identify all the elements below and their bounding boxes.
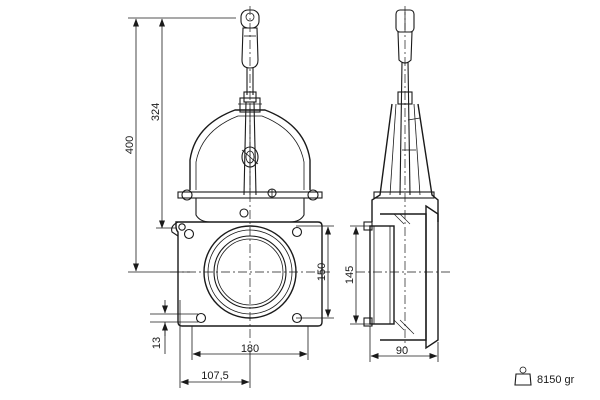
side-spigot — [363, 221, 395, 327]
dim-bore-label: 150 — [316, 263, 328, 281]
weight-indicator: 8150 gr — [514, 366, 575, 386]
flange-bolt-holes — [183, 226, 303, 324]
side-seal-hatch — [393, 213, 415, 335]
side-view: 145 90 — [344, 6, 450, 362]
dim-half-width-label: 107,5 — [201, 370, 229, 382]
dim-stem-height-label: 324 — [150, 103, 162, 121]
weight-value: 8150 gr — [537, 374, 575, 386]
dim-side-length-label: 90 — [396, 345, 408, 357]
side-flange — [425, 204, 439, 350]
weight-icon — [514, 366, 532, 386]
handle-grip — [241, 27, 259, 69]
side-lug — [171, 221, 190, 237]
dim-flange-width-label: 180 — [241, 343, 259, 355]
dim-bolt-offset-label: 13 — [151, 337, 163, 349]
dim-side-height-label: 145 — [344, 266, 356, 284]
dim-overall-height-label: 400 — [124, 136, 136, 154]
front-view: 400 324 150 180 107,5 13 — [124, 6, 334, 388]
square-flange — [175, 221, 323, 327]
